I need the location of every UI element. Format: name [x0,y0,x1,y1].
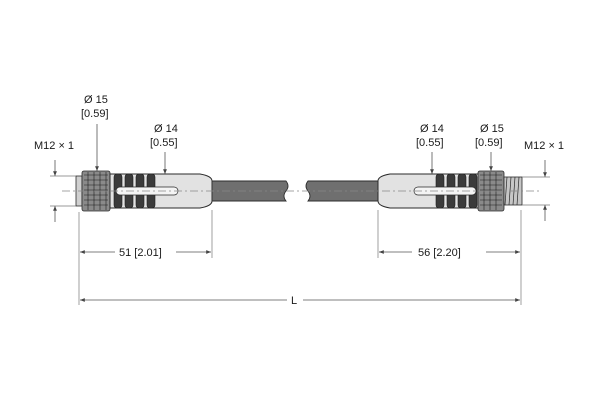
overall-length-label: L [291,295,297,307]
left-body-diameter: Ø 14 [154,123,178,135]
left-thread-label: M12 × 1 [34,140,74,152]
right-length-label: 56 [2.20] [418,247,461,259]
left-length-label: 51 [2.01] [119,247,162,259]
right-knurl-pattern [480,172,502,210]
right-thread-label: M12 × 1 [524,140,564,152]
left-body-diameter-inch: [0.55] [150,137,178,149]
right-knurl-diameter: Ø 15 [480,123,504,135]
right-body-diameter: Ø 14 [420,123,444,135]
right-body-diameter-inch: [0.55] [416,137,444,149]
left-knurl-diameter: Ø 15 [84,94,108,106]
right-knurl-diameter-inch: [0.59] [475,137,503,149]
left-knurl-diameter-inch: [0.59] [81,108,109,120]
